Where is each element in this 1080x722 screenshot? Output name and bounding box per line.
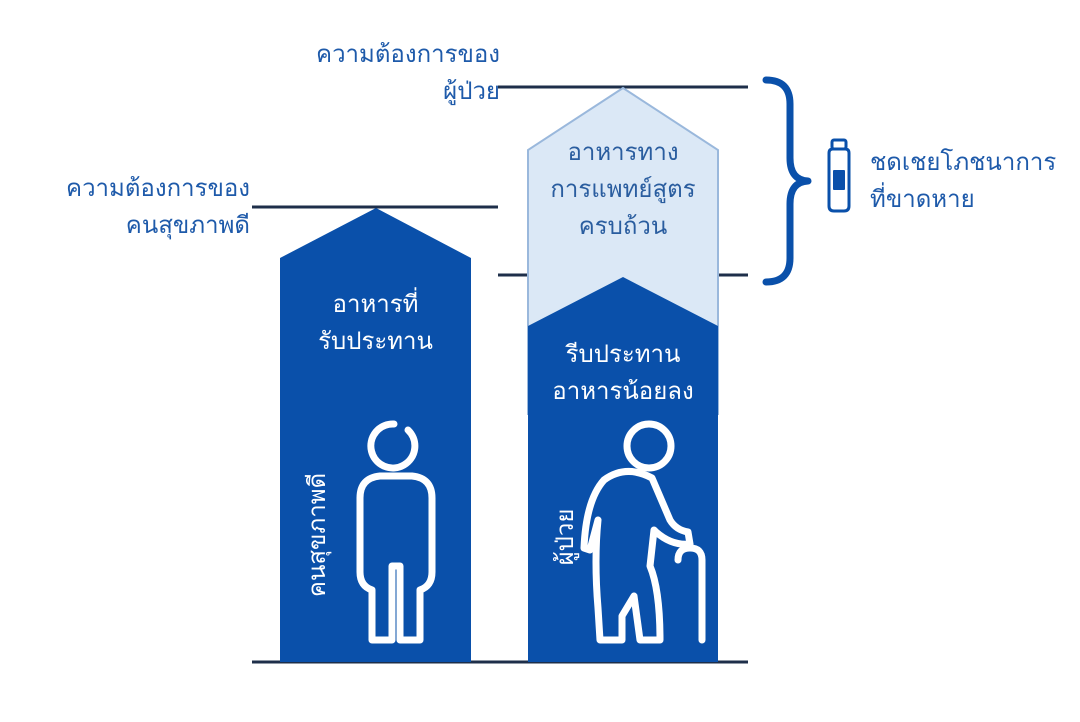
compensate-line-2: ที่ขาดหาย — [870, 185, 975, 213]
curly-brace-icon — [762, 76, 812, 286]
healthy-need-line-1: ความต้องการของ — [66, 174, 250, 202]
medical-food-line-2: การแพทย์สูตร — [550, 175, 696, 203]
healthy-need-label: ความต้องการของ คนสุขภาพดี — [10, 170, 250, 244]
healthy-person-label: คนสุขภาพดี — [303, 472, 331, 598]
medical-food-line-1: อาหารทาง — [567, 138, 679, 166]
patient-intake-label: รีบประทาน อาหารน้อยลง — [528, 336, 718, 410]
patient-need-label: ความต้องการของ ผู้ป่วย — [250, 36, 500, 110]
compensate-label: ชดเชยโภชนาการ ที่ขาดหาย — [870, 144, 1070, 218]
healthy-person-icon — [356, 420, 436, 644]
patient-need-line-1: ความต้องการของ — [316, 40, 500, 68]
compensate-line-1: ชดเชยโภชนาการ — [870, 148, 1057, 176]
healthy-need-line-2: คนสุขภาพดี — [125, 211, 250, 239]
elderly-person-with-cane-icon — [580, 420, 706, 644]
supplement-bottle-icon — [827, 138, 851, 213]
healthy-intake-line-2: รับประทาน — [318, 327, 433, 355]
medical-food-line-3: ครบถ้วน — [578, 212, 668, 240]
healthy-intake-label: อาหารที่ รับประทาน — [280, 286, 471, 360]
patient-intake-line-1: รีบประทาน — [565, 340, 681, 368]
medical-food-label: อาหารทาง การแพทย์สูตร ครบถ้วน — [528, 134, 718, 245]
patient-intake-line-2: อาหารน้อยลง — [552, 377, 694, 405]
patient-need-line-2: ผู้ป่วย — [443, 77, 500, 105]
patient-person-label: ผู้ป่วย — [551, 508, 579, 566]
healthy-intake-line-1: อาหารที่ — [332, 290, 419, 318]
